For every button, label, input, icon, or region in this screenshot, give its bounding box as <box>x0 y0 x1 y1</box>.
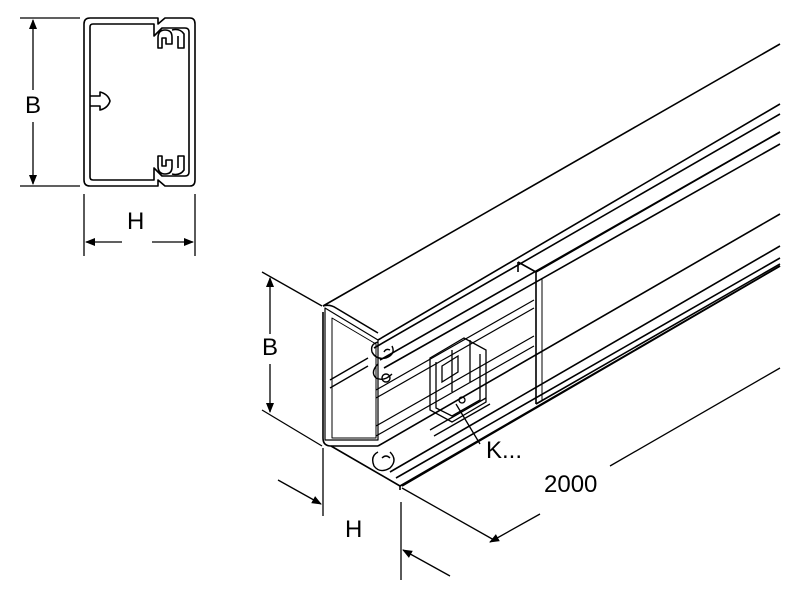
bottom-lid-profile <box>371 451 395 472</box>
inner-channel <box>375 299 535 437</box>
cable-duct-body <box>322 43 781 490</box>
dimension-length <box>401 367 781 543</box>
duct-lid-cover <box>517 131 781 405</box>
label-h-section: H <box>127 208 145 235</box>
dimension-b-duct <box>261 271 323 447</box>
label-h-duct: H <box>345 516 363 543</box>
dimension-h-section <box>83 194 196 256</box>
dimension-h-duct <box>277 448 451 580</box>
label-b-duct: B <box>262 334 279 361</box>
cross-section-profile <box>83 17 196 187</box>
clip-k <box>429 337 491 437</box>
label-clip-k: K... <box>486 437 523 464</box>
top-lid-profile <box>329 341 394 389</box>
dimension-b-section <box>20 17 80 187</box>
label-length: 2000 <box>544 471 598 498</box>
label-b-section: B <box>25 92 42 119</box>
clip-k-leader <box>455 403 481 445</box>
